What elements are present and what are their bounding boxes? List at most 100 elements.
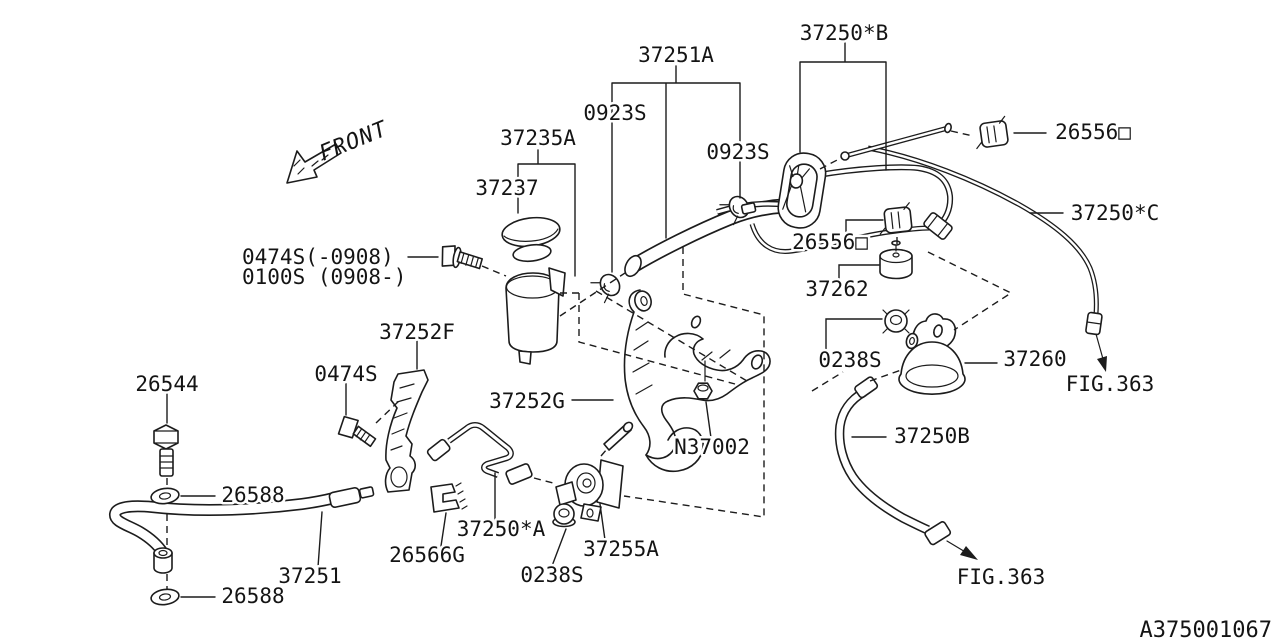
clip-26566G	[430, 482, 468, 513]
reservoir-tank-foot	[518, 350, 532, 365]
leader-N37002	[705, 401, 712, 439]
pipe-fitting-right	[505, 463, 533, 485]
arrow-to-fig363-top	[1097, 356, 1107, 372]
pipe-tip	[840, 151, 850, 161]
part-label-26556-mid[interactable]: 26556□	[790, 228, 871, 257]
part-label-n37002[interactable]: N37002	[672, 433, 753, 462]
part-label-0923s-right[interactable]: 0923S	[704, 138, 772, 167]
part-label-0474s[interactable]: 0474S	[312, 360, 380, 389]
firewall-grommet	[777, 152, 827, 229]
pipe-fitting-left	[426, 438, 451, 462]
reservoir-bracket-tab	[548, 267, 566, 297]
dashed-rod-to-cylinder	[600, 448, 608, 457]
bracket-37252F	[384, 369, 429, 493]
washer-26588-lower	[150, 588, 180, 606]
part-label-26588-top[interactable]: 26588	[219, 481, 287, 510]
part-label-0238s-right[interactable]: 0238S	[816, 346, 884, 375]
pipe-union-fitting	[923, 212, 953, 240]
part-label-0474s-range-old[interactable]: 0474S(-0908)	[240, 243, 397, 272]
pipe-clamp-26556-lower	[879, 202, 913, 235]
tubes-layer	[115, 128, 1096, 608]
leader-37251A-bracket	[611, 65, 741, 273]
dashed-damper-group	[927, 251, 1013, 331]
front-marker-text: FRONT	[316, 116, 392, 166]
hose-fitting-37251	[328, 487, 362, 509]
cap-0238S-right	[882, 309, 910, 334]
part-label-26556-top[interactable]: 26556□	[1053, 118, 1134, 147]
leader-37255A	[599, 503, 606, 541]
arrow-to-fig363-bottom	[960, 546, 978, 560]
leader-26556-mid	[845, 219, 884, 234]
part-label-37250-star-c[interactable]: 37250*C	[1068, 199, 1162, 228]
leader-37250B-bracket	[799, 41, 887, 171]
dashed-tank-to-hose	[559, 270, 629, 317]
leader-37235A-bracket	[517, 149, 576, 277]
bolt-26544	[153, 424, 179, 477]
dashed-pipe-to-clamp	[950, 130, 974, 137]
pipe-fitting-37250C	[1085, 311, 1103, 336]
reservoir-cap	[501, 216, 561, 248]
reservoir-assembly	[501, 216, 566, 365]
bracket-37252G	[623, 289, 771, 473]
part-label-26544[interactable]: 26544	[133, 370, 201, 399]
leader-26566G	[440, 512, 447, 547]
leader-37251	[317, 511, 323, 568]
part-label-0923s-left[interactable]: 0923S	[581, 99, 649, 128]
bolt-0474S	[337, 415, 377, 448]
part-label-0238s-bottom[interactable]: 0238S	[518, 561, 586, 590]
leader-37262	[838, 264, 880, 281]
hose-fitting-lower	[924, 521, 952, 546]
reservoir-cap-lip	[512, 243, 552, 263]
leader-0238S-right	[825, 318, 883, 352]
pipe-ferrule	[740, 202, 757, 215]
part-label-26588-bottom[interactable]: 26588	[219, 582, 287, 611]
part-label-37255a[interactable]: 37255A	[581, 535, 662, 564]
part-label-0100s-range-new[interactable]: 0100S (0908-)	[240, 263, 409, 292]
flow-arrow-line-top	[1095, 333, 1104, 360]
dashed-pipe-to-cylinder	[533, 477, 558, 485]
part-label-26566g[interactable]: 26566G	[387, 541, 468, 570]
part-label-37235a[interactable]: 37235A	[498, 124, 579, 153]
hose-banjo-end	[153, 547, 173, 574]
part-label-37250b-hose[interactable]: 37250B	[892, 422, 973, 451]
hose-end-opening	[624, 254, 642, 278]
dashed-hose-link	[811, 371, 844, 392]
document-number: A375001067	[1140, 618, 1272, 640]
dashed-screw-to-tank	[481, 265, 507, 277]
pipe-clamp-26556-upper	[976, 115, 1009, 150]
dashed-group-left	[560, 292, 736, 385]
screw-0474S-0908	[441, 245, 483, 270]
front-arrow-outline	[286, 143, 342, 184]
parts-layer	[150, 115, 1107, 606]
part-label-37252f[interactable]: 37252F	[377, 318, 458, 347]
hose-fitting-tip	[358, 486, 375, 499]
part-label-37250-star-b[interactable]: 37250*B	[797, 19, 891, 48]
labels-layer: 37251A 37250*B 0923S 0923S 37235A 37237 …	[133, 19, 1275, 640]
part-label-37237[interactable]: 37237	[473, 174, 541, 203]
pipe-end	[944, 122, 952, 134]
part-label-37251a[interactable]: 37251A	[636, 41, 717, 70]
dashed-grommet-to-pipe	[819, 157, 842, 170]
figure-ref-363-top[interactable]: FIG.363	[1063, 370, 1157, 399]
leader-0238S-bottom	[551, 528, 567, 567]
part-label-37252g[interactable]: 37252G	[487, 387, 568, 416]
master-cylinder-37255A	[555, 421, 634, 522]
figure-ref-363-bottom[interactable]: FIG.363	[954, 563, 1048, 592]
damper-37262	[879, 240, 913, 280]
front-direction-arrow	[286, 143, 342, 184]
washer-26588-upper	[150, 487, 180, 505]
dashed-hose-to-damper	[869, 368, 905, 382]
cap-0238S-bottom	[552, 503, 576, 528]
leader-lines-layer	[166, 41, 1064, 598]
damper-assembly-37260	[898, 313, 966, 395]
dashed-lines-layer	[375, 130, 1013, 518]
part-label-37251[interactable]: 37251	[276, 562, 344, 591]
part-label-37262[interactable]: 37262	[803, 275, 871, 304]
dashed-group-diagonal	[595, 290, 748, 382]
dashed-bolt-to-bracket	[375, 399, 401, 424]
nut-N37002	[693, 360, 713, 400]
part-label-37250-star-a[interactable]: 37250*A	[454, 515, 548, 544]
cylinder-snout	[555, 481, 577, 506]
part-label-37260[interactable]: 37260	[1001, 345, 1069, 374]
